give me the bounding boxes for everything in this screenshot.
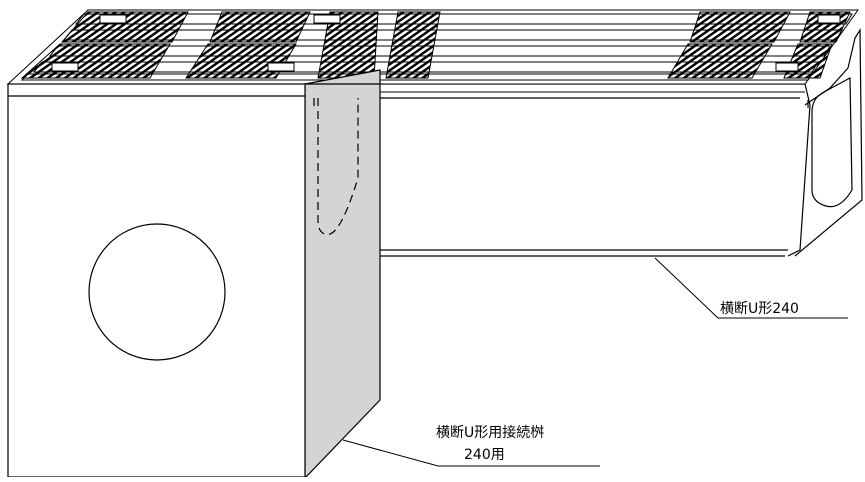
gutter-side-face [794,27,863,257]
gutter-side-opening [811,77,853,208]
basin-leader-line [342,439,600,467]
grating-hatch [209,11,311,43]
connection-basin [7,69,381,480]
steel-grating [6,9,859,93]
basin-side-face [304,69,381,480]
grating-slot [313,14,341,24]
grating-hatch [60,11,189,43]
gutter-leader-line [654,257,848,319]
grating-hatch [385,11,441,79]
basin-label-line1: 横断U形用接続桝 [436,424,544,441]
grating-slot [267,62,295,72]
pipe-opening-circle [88,223,226,361]
grating-hatch [689,11,791,43]
grating-slot [817,14,841,24]
grating-hatch [667,43,773,79]
gutter-label: 横断U形240 [720,301,799,317]
basin-label-line2: 240用 [464,447,505,463]
grating-hatch [20,43,171,79]
grating-slot [775,62,799,72]
grating-slot [51,62,79,72]
annotations: 横断U形240 横断U形用接続桝 240用 [342,257,848,467]
hidden-opening-dashed [317,98,359,235]
grating-slot [99,14,127,24]
gutter-right-end [787,83,811,257]
